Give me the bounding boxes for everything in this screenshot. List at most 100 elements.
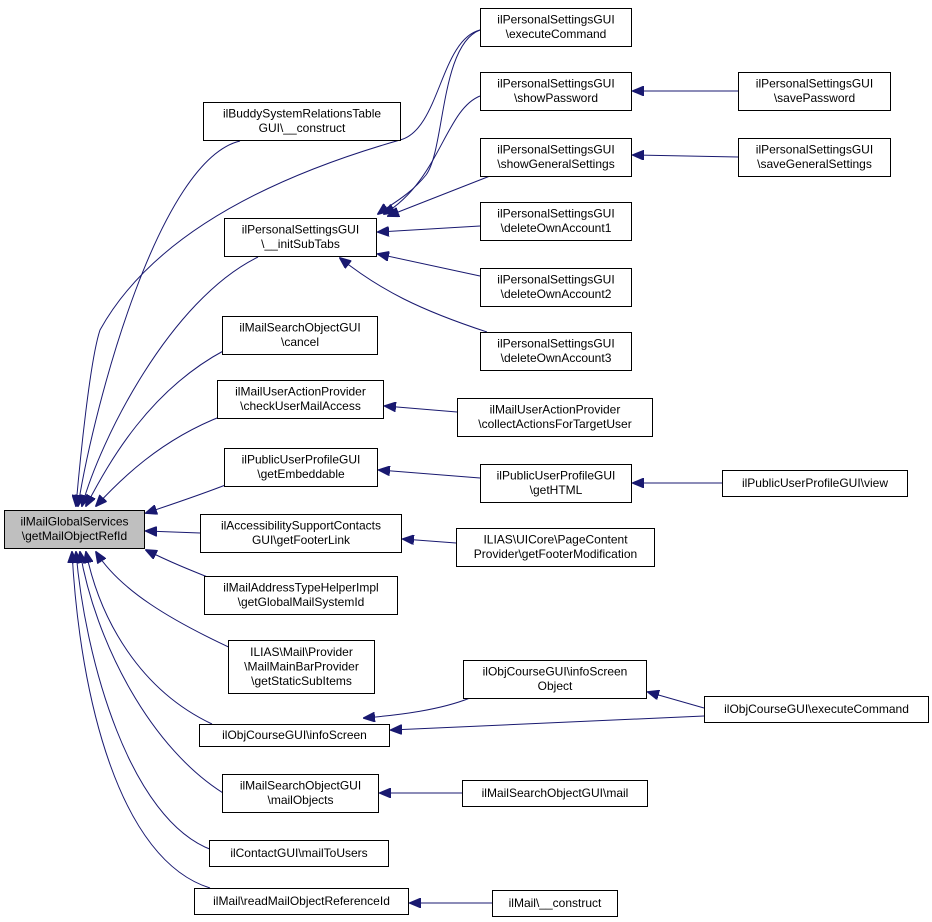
node-label: ilMailAddressTypeHelperImpl: [223, 581, 378, 595]
node-mailconstruct[interactable]: ilMail\__construct: [492, 890, 618, 917]
node-profileview[interactable]: ilPublicUserProfileGUI\view: [722, 470, 908, 497]
node-label: ilContactGUI\mailToUsers: [230, 846, 367, 860]
node-label: Object: [538, 679, 573, 693]
node-label: ilPersonalSettingsGUI: [242, 223, 359, 237]
node-label: \showPassword: [514, 91, 598, 105]
node-label: \executeCommand: [506, 27, 607, 41]
node-label: \getMailObjectRefId: [22, 529, 127, 543]
node-label: ilBuddySystemRelationsTable: [223, 107, 381, 121]
node-box: [722, 470, 908, 497]
node-embeddable[interactable]: ilPublicUserProfileGUI\getEmbeddable: [224, 448, 378, 487]
node-label: ilPersonalSettingsGUI: [497, 13, 614, 27]
node-box: [462, 780, 648, 807]
edge-del2-to-initsubtabs: [378, 254, 481, 277]
node-box: [480, 72, 632, 111]
node-checkaccess[interactable]: ilMailUserActionProvider\checkUserMailAc…: [217, 380, 384, 419]
node-buddy[interactable]: ilBuddySystemRelationsTableGUI\__constru…: [203, 102, 401, 141]
node-label: ilPersonalSettingsGUI: [497, 337, 614, 351]
edge-footerlink-to-root: [146, 531, 201, 533]
edge-mailobjects-to-root: [80, 552, 229, 797]
node-label: ilMail\__construct: [509, 896, 602, 910]
node-label: ilPublicUserProfileGUI: [497, 469, 616, 483]
edge-mainbar-to-root: [96, 552, 236, 651]
node-mailobjects[interactable]: ilMailSearchObjectGUI\mailObjects: [222, 774, 379, 813]
node-box: [456, 528, 655, 567]
node-box: [4, 510, 145, 549]
node-label: ilPersonalSettingsGUI: [497, 273, 614, 287]
node-mailtousers[interactable]: ilContactGUI\mailToUsers: [209, 840, 389, 867]
edge-collect-to-checkaccess: [385, 406, 458, 413]
edge-footermod-to-footerlink: [403, 539, 457, 543]
node-box: [480, 464, 632, 503]
node-root[interactable]: ilMailGlobalServices\getMailObjectRefId: [4, 510, 145, 549]
node-label: \MailMainBarProvider: [244, 659, 359, 673]
node-label: ilPersonalSettingsGUI: [756, 143, 873, 157]
node-label: Provider\getFooterModification: [474, 547, 637, 561]
node-box: [224, 218, 377, 257]
node-execcmd[interactable]: ilPersonalSettingsGUI\executeCommand: [480, 8, 632, 47]
node-searchcancel[interactable]: ilMailSearchObjectGUI\cancel: [222, 316, 378, 355]
node-collect[interactable]: ilMailUserActionProvider\collectActionsF…: [457, 398, 653, 437]
node-box: [738, 138, 891, 177]
node-label: \collectActionsForTargetUser: [478, 417, 631, 431]
node-box: [209, 840, 389, 867]
node-courseexec[interactable]: ilObjCourseGUI\executeCommand: [704, 696, 929, 723]
node-footermod[interactable]: ILIAS\UICore\PageContentProvider\getFoot…: [456, 528, 655, 567]
node-label: \saveGeneralSettings: [757, 157, 872, 171]
node-box: [738, 72, 891, 111]
node-label: ilMailSearchObjectGUI: [240, 779, 361, 793]
edge-showgen-to-initsubtabs: [388, 175, 491, 216]
node-label: ilMailSearchObjectGUI: [239, 321, 360, 335]
node-label: ilMailUserActionProvider: [490, 403, 621, 417]
node-showgen[interactable]: ilPersonalSettingsGUI\showGeneralSetting…: [480, 138, 632, 177]
node-label: \getGlobalMailSystemId: [238, 595, 365, 609]
node-label: \deleteOwnAccount3: [501, 351, 612, 365]
node-box: [200, 514, 402, 553]
node-label: \mailObjects: [267, 793, 333, 807]
node-label: ILIAS\UICore\PageContent: [483, 533, 628, 547]
node-box: [704, 696, 929, 723]
node-label: GUI\__construct: [259, 121, 346, 135]
node-searchmail[interactable]: ilMailSearchObjectGUI\mail: [462, 780, 648, 807]
edge-savegen-to-showgen: [633, 155, 739, 157]
node-label: ILIAS\Mail\Provider: [250, 645, 353, 659]
node-label: ilMailGlobalServices: [20, 515, 128, 529]
node-savegen[interactable]: ilPersonalSettingsGUI\saveGeneralSetting…: [738, 138, 891, 177]
edge-del1-to-initsubtabs: [378, 225, 481, 232]
node-savepw[interactable]: ilPersonalSettingsGUI\savePassword: [738, 72, 891, 111]
node-box: [194, 888, 409, 915]
node-label: \savePassword: [774, 91, 855, 105]
node-label: \checkUserMailAccess: [240, 399, 361, 413]
node-del1[interactable]: ilPersonalSettingsGUI\deleteOwnAccount1: [480, 202, 632, 241]
node-del2[interactable]: ilPersonalSettingsGUI\deleteOwnAccount2: [480, 268, 632, 307]
node-box: [199, 724, 390, 747]
edge-del3-to-initsubtabs: [340, 258, 488, 333]
edge-courseexec-to-infoscreenobj: [648, 692, 705, 709]
node-label: ilPersonalSettingsGUI: [497, 77, 614, 91]
node-mainbar[interactable]: ILIAS\Mail\Provider\MailMainBarProvider\…: [228, 640, 375, 694]
node-label: GUI\getFooterLink: [252, 533, 351, 547]
node-box: [480, 268, 632, 307]
node-del3[interactable]: ilPersonalSettingsGUI\deleteOwnAccount3: [480, 332, 632, 371]
node-label: ilObjCourseGUI\infoScreen: [222, 728, 367, 742]
node-gethtml[interactable]: ilPublicUserProfileGUI\getHTML: [480, 464, 632, 503]
node-showpw[interactable]: ilPersonalSettingsGUI\showPassword: [480, 72, 632, 111]
node-addrtype[interactable]: ilMailAddressTypeHelperImpl\getGlobalMai…: [204, 576, 398, 615]
node-label: \cancel: [281, 335, 319, 349]
node-infoscreen[interactable]: ilObjCourseGUI\infoScreen: [199, 724, 390, 747]
node-box: [480, 202, 632, 241]
node-box: [222, 774, 379, 813]
edge-buddy-to-root: [78, 140, 241, 506]
node-readref[interactable]: ilMail\readMailObjectReferenceId: [194, 888, 409, 915]
node-label: ilPublicUserProfileGUI: [242, 453, 361, 467]
node-initsubtabs[interactable]: ilPersonalSettingsGUI\__initSubTabs: [224, 218, 377, 257]
node-box: [224, 448, 378, 487]
node-footerlink[interactable]: ilAccessibilitySupportContactsGUI\getFoo…: [200, 514, 402, 553]
node-box: [217, 380, 384, 419]
edge-readref-to-root: [72, 552, 211, 889]
edge-showpw-to-initsubtabs: [384, 95, 481, 214]
edge-execcmd-to-root: [76, 29, 481, 506]
edge-initsubtabs-to-root: [82, 256, 259, 506]
edge-mailtousers-to-root: [76, 552, 213, 851]
